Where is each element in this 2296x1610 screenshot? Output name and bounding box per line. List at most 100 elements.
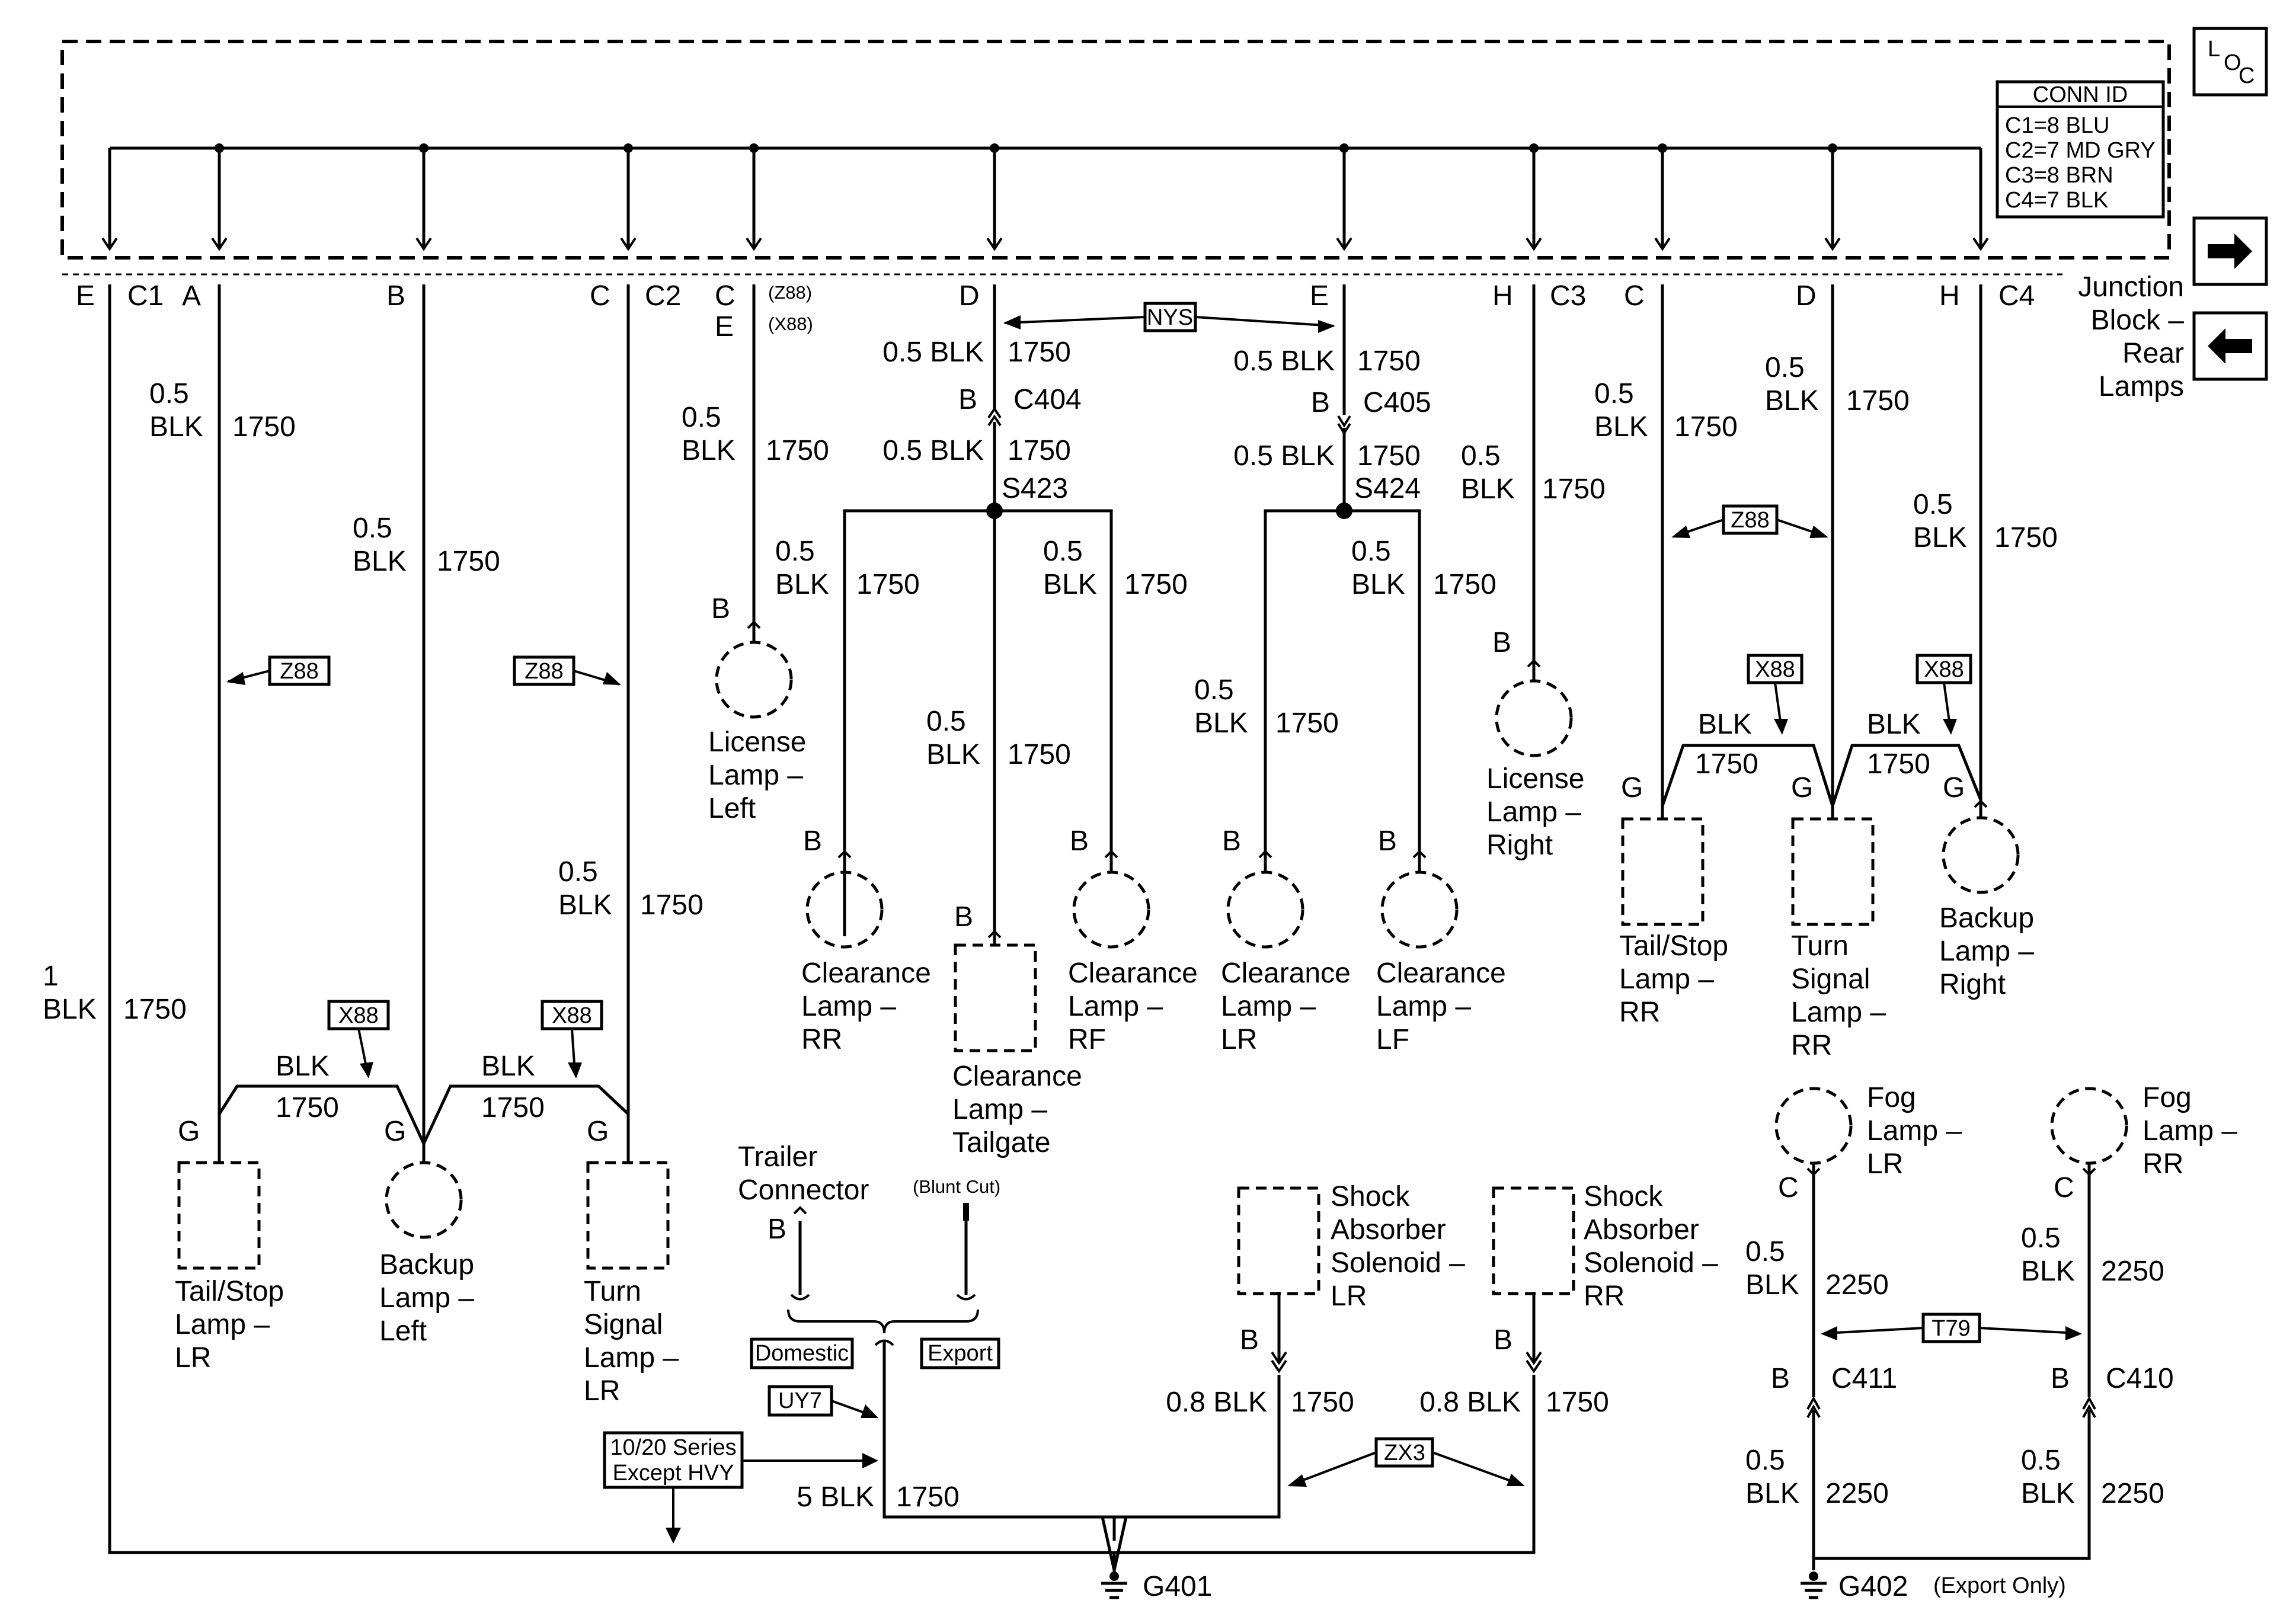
svg-text:0.5: 0.5 [1594,378,1634,409]
svg-text:C1: C1 [127,280,164,312]
svg-text:D: D [1796,280,1817,312]
svg-text:X88: X88 [338,1003,379,1028]
junction-block: CONN ID C1=8 BLU C2=7 MD GRY C3=8 BRN C4… [60,40,2184,402]
svg-text:Shock: Shock [1584,1181,1663,1212]
next-page-arrow-icon[interactable] [2192,216,2268,286]
conn-id-row: C1=8 BLU [2005,113,2109,138]
svg-text:X88: X88 [552,1003,592,1028]
svg-text:B: B [1222,825,1241,857]
svg-text:2250: 2250 [1825,1269,1889,1301]
svg-text:BLK: BLK [558,889,612,921]
svg-text:BLK: BLK [149,411,203,443]
backup-lamp-right-symbol [1942,816,2020,894]
svg-text:Lamp –: Lamp – [1939,936,2034,967]
svg-text:BLK: BLK [775,569,829,600]
svg-text:E: E [76,280,95,312]
svg-text:Tailgate: Tailgate [952,1127,1050,1158]
svg-text:1750: 1750 [1275,708,1339,739]
svg-text:0.8 BLK: 0.8 BLK [1419,1387,1521,1418]
svg-text:UY7: UY7 [778,1388,822,1413]
svg-text:0.5: 0.5 [682,402,721,433]
svg-text:Lamp –: Lamp – [952,1094,1047,1125]
svg-text:10/20 Series: 10/20 Series [610,1435,736,1460]
svg-text:BLK: BLK [1351,569,1405,600]
svg-text:B: B [1070,825,1089,857]
svg-text:(Export Only): (Export Only) [1933,1573,2066,1598]
svg-text:BLK: BLK [481,1051,535,1082]
svg-text:0.5: 0.5 [558,856,598,888]
svg-text:1750: 1750 [1008,435,1071,466]
svg-text:G: G [178,1116,200,1147]
svg-text:Lamps: Lamps [2099,371,2184,402]
svg-text:C: C [1778,1172,1799,1204]
svg-text:C: C [2239,63,2255,88]
trailer-connector-bracket [787,1203,979,1346]
svg-text:1750: 1750 [1124,569,1188,600]
svg-text:C404: C404 [1013,384,1082,415]
svg-text:1750: 1750 [1546,1387,1609,1418]
svg-text:Right: Right [1939,969,2006,1000]
svg-text:0.5: 0.5 [1913,489,1953,520]
svg-text:0.5: 0.5 [1194,674,1234,706]
svg-text:B: B [958,384,977,415]
svg-text:1750: 1750 [481,1092,545,1124]
svg-text:1750: 1750 [1291,1387,1354,1418]
svg-text:Lamp –: Lamp – [175,1309,270,1340]
svg-text:1750: 1750 [276,1092,339,1124]
svg-text:RF: RF [1068,1024,1106,1055]
svg-text:B: B [386,280,405,312]
svg-text:Lamp –: Lamp – [1068,991,1163,1022]
svg-text:B: B [803,825,822,857]
svg-text:RR: RR [801,1024,842,1055]
svg-text:0.5: 0.5 [1351,536,1391,567]
turn-signal-lamp-lr-symbol [586,1161,670,1270]
svg-text:BLK: BLK [1745,1478,1799,1509]
loc-icon[interactable]: L O C [2192,27,2268,97]
svg-text:Turn: Turn [584,1276,641,1307]
svg-text:Clearance: Clearance [1221,958,1351,989]
svg-text:Signal: Signal [1791,964,1870,995]
svg-text:1750: 1750 [437,546,500,577]
svg-text:BLK: BLK [2021,1478,2075,1509]
svg-text:B: B [1771,1363,1790,1394]
svg-text:Solenoid –: Solenoid – [1331,1247,1465,1279]
svg-text:Fog: Fog [2142,1082,2192,1113]
svg-text:Except HVY: Except HVY [613,1461,734,1486]
svg-text:C4: C4 [1998,280,2035,312]
prev-page-arrow-icon[interactable] [2192,311,2268,381]
svg-text:2250: 2250 [2101,1256,2164,1287]
svg-text:B: B [1378,825,1397,857]
tail-stop-lamp-lr-symbol [177,1161,261,1270]
svg-text:Left: Left [379,1315,427,1347]
svg-text:S424: S424 [1354,473,1421,504]
svg-text:LR: LR [584,1375,620,1407]
svg-text:5 BLK: 5 BLK [797,1481,874,1513]
conn-id-row: C2=7 MD GRY [2005,138,2156,163]
svg-text:1750: 1750 [123,994,187,1025]
svg-text:0.5 BLK: 0.5 BLK [1233,440,1335,472]
svg-text:Backup: Backup [1939,902,2034,934]
svg-text:BLK: BLK [1867,709,1921,740]
junction-pin-labels: E C1 A B C C2 C E (Z88) (X88) D E H C3 C… [76,280,2035,343]
svg-text:1750: 1750 [1008,739,1071,770]
svg-text:1750: 1750 [1433,569,1496,600]
svg-text:Right: Right [1486,830,1553,861]
splice-s424-dot [1336,502,1352,519]
svg-text:C411: C411 [1831,1363,1897,1394]
license-lamp-left-symbol [715,641,793,719]
svg-text:Lamp –: Lamp – [1376,991,1471,1022]
splice-s423-dot [986,502,1003,519]
junction-block-outline [60,40,2171,260]
svg-text:D: D [959,280,980,312]
svg-text:LR: LR [1331,1281,1367,1312]
svg-text:G: G [1943,772,1965,804]
conn-id-header: CONN ID [2033,82,2128,107]
svg-text:X88: X88 [1924,657,1964,682]
svg-text:License: License [1486,763,1584,795]
svg-text:Solenoid –: Solenoid – [1584,1247,1718,1279]
fog-lamp-lr-symbol [1774,1087,1853,1165]
svg-text:0.5: 0.5 [926,706,966,737]
svg-text:1750: 1750 [856,569,920,600]
svg-text:Lamp –: Lamp – [1619,964,1714,995]
fog-lamp-rr-symbol [2050,1087,2128,1165]
